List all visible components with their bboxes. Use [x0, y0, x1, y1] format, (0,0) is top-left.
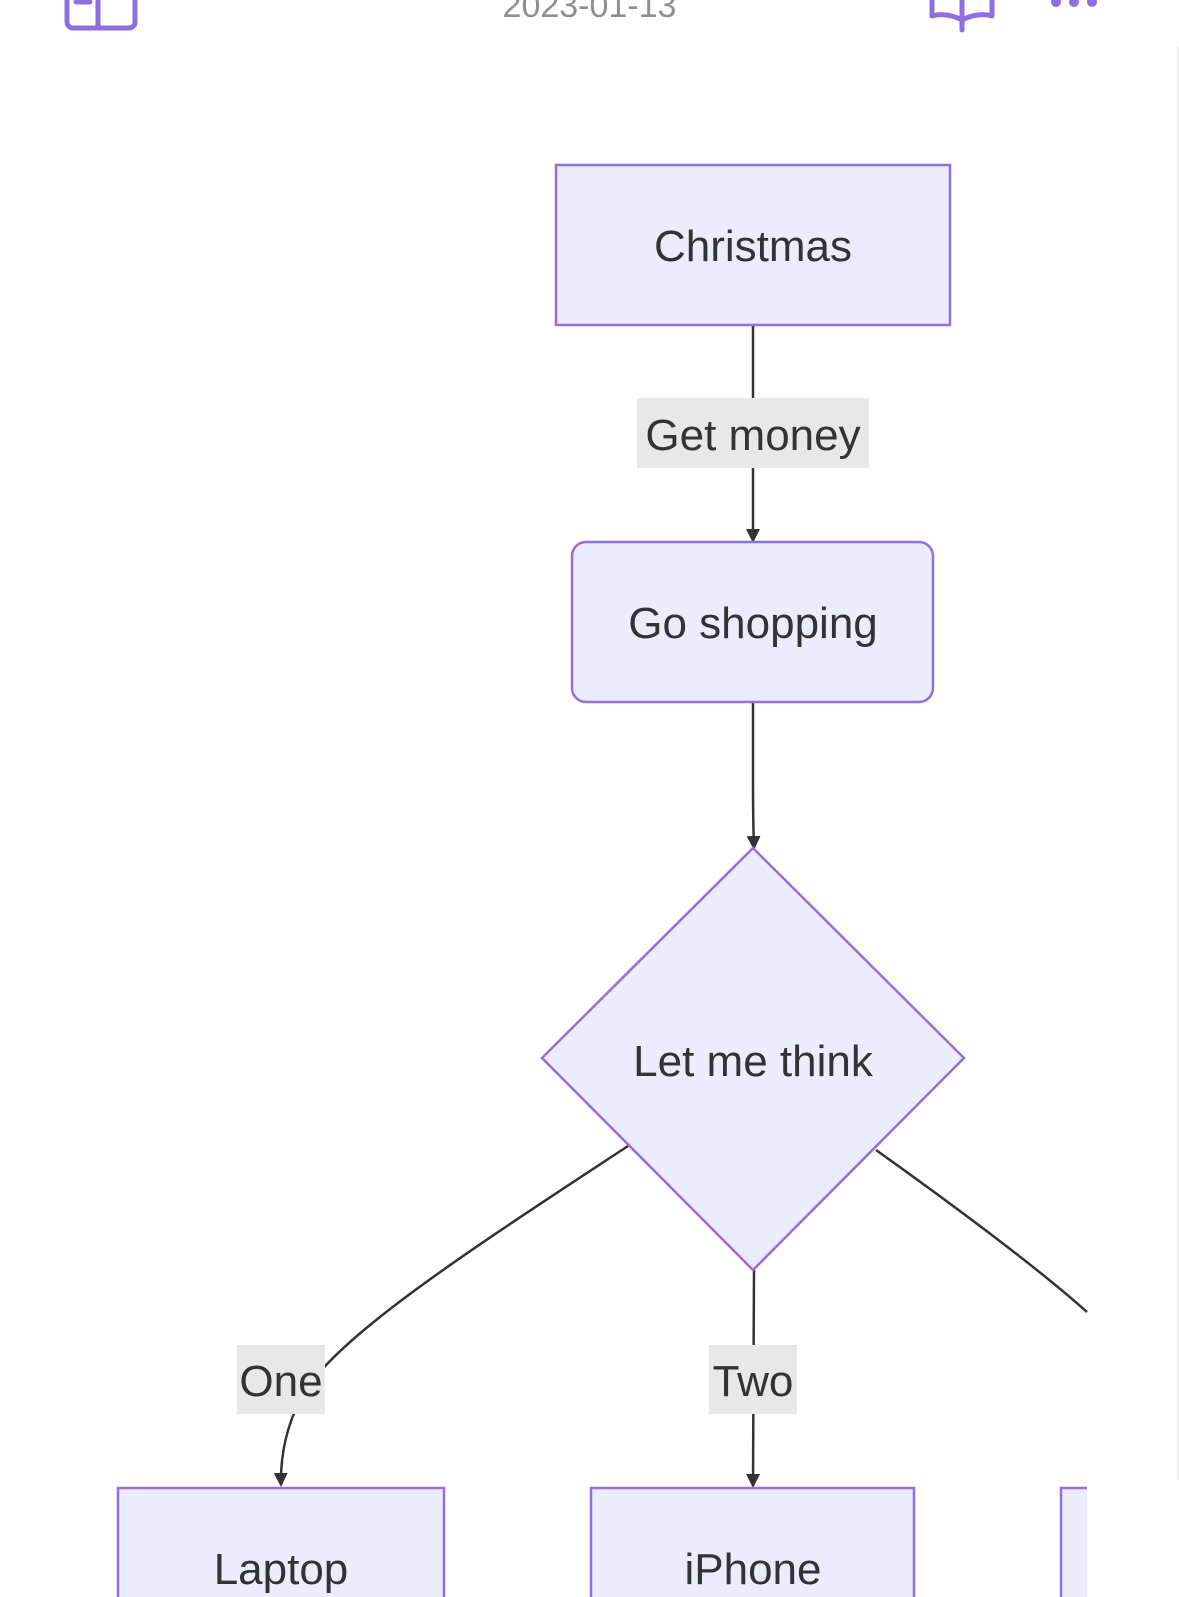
edge-decision-to-third: [875, 1148, 1088, 1313]
page-title: 2023-01-13: [502, 0, 677, 25]
edge-label-get-money: Get money: [637, 398, 869, 468]
node-christmas-label: Christmas: [654, 222, 852, 271]
more-icon[interactable]: [1050, 0, 1110, 12]
book-icon[interactable]: [928, 0, 998, 34]
edge-label-one-text: One: [239, 1357, 322, 1406]
edge-label-get-money-text: Get money: [645, 411, 860, 460]
edge-label-two-text: Two: [713, 1357, 794, 1406]
node-laptop: Laptop: [116, 1486, 446, 1597]
node-decision-label: Let me think: [633, 1037, 874, 1086]
node-third-partial: [1059, 1480, 1179, 1597]
node-laptop-label: Laptop: [214, 1545, 349, 1594]
node-christmas: Christmas: [554, 163, 952, 327]
edge-shopping-to-decision: [746, 702, 761, 850]
scroll-edge: [1177, 46, 1179, 1597]
node-iphone-label: iPhone: [684, 1545, 821, 1594]
top-bar: 2023-01-13: [0, 0, 1179, 44]
node-iphone: iPhone: [589, 1486, 916, 1597]
edge-label-one: One: [237, 1345, 325, 1414]
edge-label-two: Two: [709, 1345, 797, 1414]
sidebar-icon[interactable]: [64, 0, 138, 32]
node-go-shopping-label: Go shopping: [628, 599, 878, 648]
edge-decision-to-laptop: [273, 1144, 629, 1487]
node-decision: Let me think: [540, 846, 966, 1272]
node-go-shopping: Go shopping: [570, 540, 935, 704]
